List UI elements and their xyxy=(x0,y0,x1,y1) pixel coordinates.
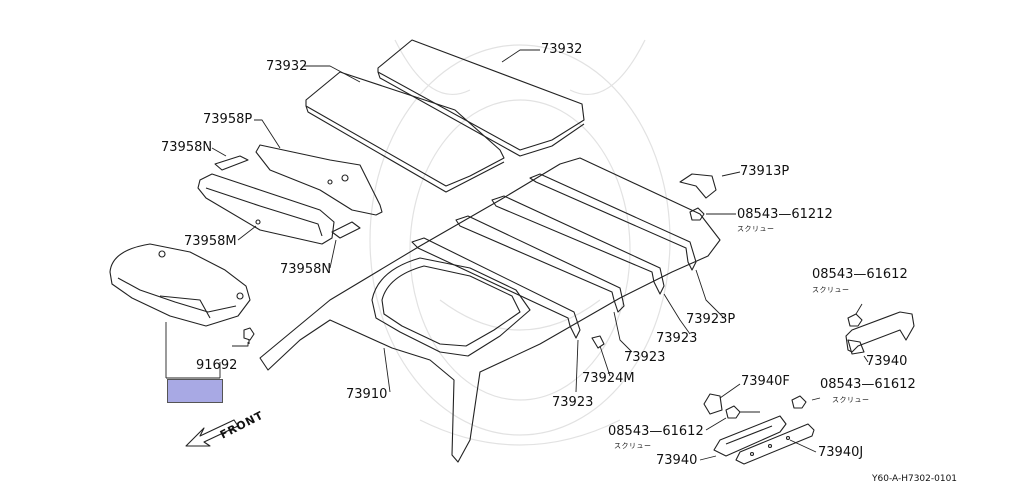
handle-clip-right xyxy=(847,339,865,355)
pad-73958N-upper xyxy=(214,155,249,171)
label-73958N-lower[interactable]: 73958N xyxy=(280,262,332,277)
roof-panel-73910 xyxy=(259,157,721,463)
screw-caption-2: スクリュー xyxy=(812,286,850,294)
highlighted-part-box[interactable] xyxy=(167,379,223,403)
screw-caption-1: スクリュー xyxy=(737,225,775,233)
frame-73958P xyxy=(255,144,383,216)
label-73913P[interactable]: 73913P xyxy=(740,164,790,179)
grab-handle-73940-bottom xyxy=(713,415,787,457)
label-73940-bottom[interactable]: 73940 xyxy=(656,453,698,468)
label-73932-rear[interactable]: 73932 xyxy=(541,42,583,57)
cap-73940F xyxy=(703,393,723,415)
label-91692[interactable]: 91692 xyxy=(196,358,238,373)
label-73924M[interactable]: 73924M xyxy=(582,371,635,386)
screw-right-top xyxy=(847,313,863,327)
screw-mid-left xyxy=(725,405,741,419)
roof-bow-4 xyxy=(411,237,581,339)
sunshade-panel xyxy=(109,243,251,327)
screw-mid-right xyxy=(791,395,807,409)
label-73940F[interactable]: 73940F xyxy=(741,374,790,389)
label-73923-b[interactable]: 73923 xyxy=(624,350,666,365)
roof-bow-3 xyxy=(455,215,625,313)
watermark-emblem xyxy=(369,39,671,446)
leader-lines xyxy=(211,49,869,461)
label-73940J[interactable]: 73940J xyxy=(818,445,864,460)
label-73923P[interactable]: 73923P xyxy=(686,312,736,327)
label-08543-61212[interactable]: 08543—61212 xyxy=(737,207,833,222)
label-08543-61612-left[interactable]: 08543—61612 xyxy=(608,424,704,439)
label-73958M[interactable]: 73958M xyxy=(184,234,237,249)
bolt-91692 xyxy=(243,327,255,341)
label-73958P[interactable]: 73958P xyxy=(203,112,253,127)
diagram-code: Y60-A-H7302-0101 xyxy=(872,474,958,484)
frame-73958M xyxy=(197,173,335,245)
label-73910[interactable]: 73910 xyxy=(346,387,388,402)
sunroof-opening xyxy=(371,257,531,357)
label-08543-61612-mid[interactable]: 08543—61612 xyxy=(820,377,916,392)
panel-73932-rear xyxy=(377,39,585,151)
panel-73932-front xyxy=(305,71,505,187)
front-arrow-icon xyxy=(185,419,239,447)
label-73923-a[interactable]: 73923 xyxy=(656,331,698,346)
pad-73958N-lower xyxy=(331,221,361,239)
grab-handle-73940-right xyxy=(845,311,915,353)
screw-08543-61212 xyxy=(689,207,705,221)
bracket-73913P xyxy=(679,173,717,199)
roof-bow-2 xyxy=(491,195,665,295)
label-08543-61612-top[interactable]: 08543—61612 xyxy=(812,267,908,282)
label-73958N-upper[interactable]: 73958N xyxy=(161,140,213,155)
label-73923-c[interactable]: 73923 xyxy=(552,395,594,410)
screw-caption-3: スクリュー xyxy=(832,396,870,404)
clip-73924M xyxy=(591,335,605,349)
screw-caption-4: スクリュー xyxy=(614,442,652,450)
rail-73940J xyxy=(735,423,815,465)
label-73932-front[interactable]: 73932 xyxy=(266,59,308,74)
roof-bow-1 xyxy=(529,173,697,271)
label-73940-right[interactable]: 73940 xyxy=(866,354,908,369)
